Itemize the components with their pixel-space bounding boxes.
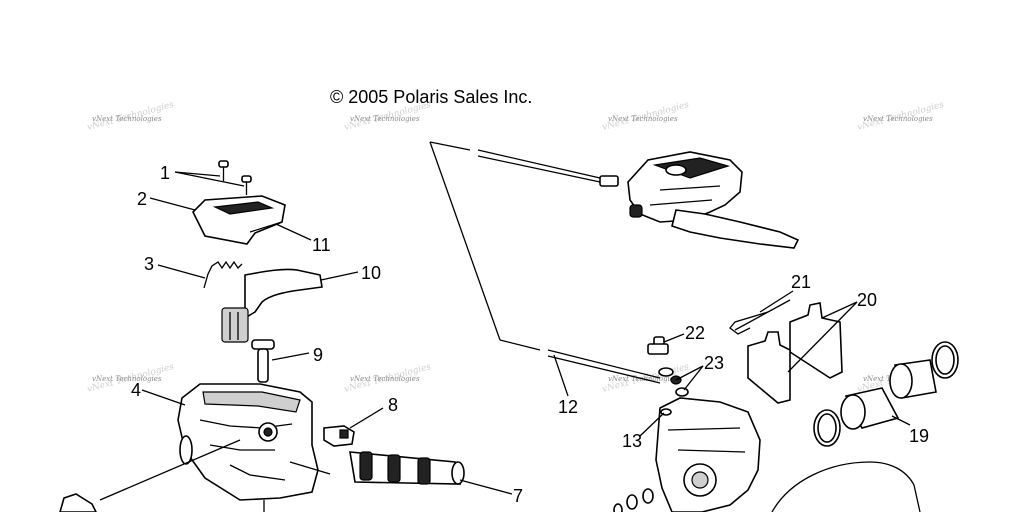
pivot-pin-part bbox=[251, 339, 275, 383]
bracket-part bbox=[323, 425, 355, 447]
callout-2: 2 bbox=[137, 189, 147, 209]
callout-7: 7 bbox=[513, 486, 523, 506]
callout-21: 21 bbox=[791, 272, 811, 292]
callout-11: 11 bbox=[312, 235, 331, 255]
screws-part bbox=[218, 160, 252, 195]
callout-4: 4 bbox=[131, 380, 141, 400]
callout-labels: 1 2 3 4 7 8 9 10 11 12 13 19 20 21 22 23 bbox=[131, 163, 929, 506]
master-cylinder-body-part bbox=[177, 383, 319, 501]
caliper-pistons-part bbox=[813, 341, 959, 447]
spring-part bbox=[203, 260, 243, 289]
callout-3: 3 bbox=[144, 254, 154, 274]
assembled-master-cylinder bbox=[627, 151, 800, 249]
callout-19: 19 bbox=[909, 426, 929, 446]
callout-1: 1 bbox=[160, 163, 170, 183]
clip-pin-part bbox=[729, 299, 791, 335]
reservoir-cover-part bbox=[192, 195, 286, 245]
callout-10: 10 bbox=[361, 263, 381, 283]
brake-line-part bbox=[429, 141, 661, 384]
callout-23: 23 bbox=[704, 353, 724, 373]
watermark: vNext Technologies bbox=[92, 375, 162, 383]
copyright-text: © 2005 Polaris Sales Inc. bbox=[330, 87, 532, 107]
brake-pads-part bbox=[747, 302, 843, 404]
lever-handle-part bbox=[59, 493, 97, 512]
seal-rings-part bbox=[613, 488, 654, 512]
callout-20: 20 bbox=[857, 290, 877, 310]
piston-part bbox=[349, 451, 465, 485]
bleeder-bolt-part bbox=[647, 336, 669, 355]
caliper-part bbox=[655, 397, 761, 512]
callout-8: 8 bbox=[388, 395, 398, 415]
brake-disc-part bbox=[771, 461, 921, 512]
callout-13: 13 bbox=[622, 431, 642, 451]
watermark: vNext Technologies bbox=[92, 115, 162, 123]
watermark: vNext Technologies bbox=[350, 375, 420, 383]
leader-lines bbox=[99, 171, 911, 512]
lever-part bbox=[221, 268, 323, 343]
watermark: vNext Technologies bbox=[608, 115, 678, 123]
watermark: vNext Technologies bbox=[350, 115, 420, 123]
watermark: vNext Technologies bbox=[863, 115, 933, 123]
callout-22: 22 bbox=[685, 323, 705, 343]
callout-12: 12 bbox=[558, 397, 578, 417]
callout-9: 9 bbox=[313, 345, 323, 365]
